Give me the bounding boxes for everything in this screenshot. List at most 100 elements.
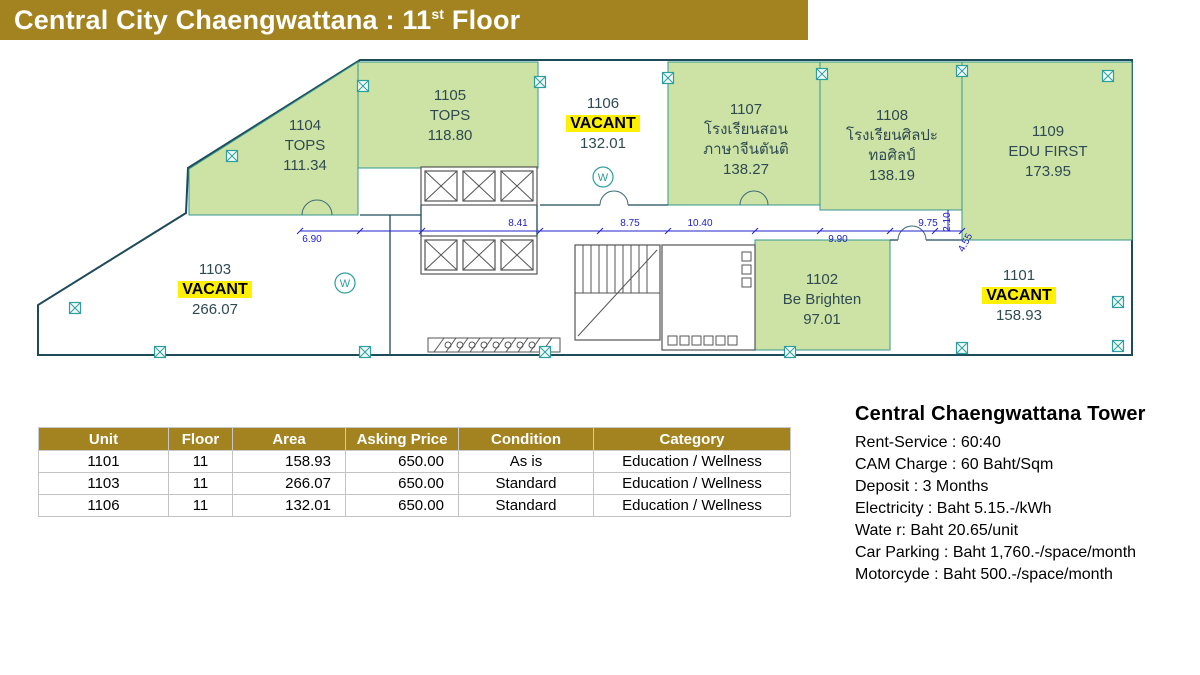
unit-area: 173.95 xyxy=(1025,163,1071,180)
unit-label-1103: 1103 VACANT 266.07 xyxy=(156,260,274,320)
elevator-icon xyxy=(424,239,458,271)
unit-number: 1107 xyxy=(729,101,763,118)
elevator-bank-north xyxy=(420,166,538,206)
vacant-highlight: VACANT xyxy=(178,281,252,298)
title-superscript: st xyxy=(431,5,445,22)
vacant-highlight: VACANT xyxy=(982,287,1056,304)
floor-plan-svg: 6.90 8.41 8.75 10.40 9.90 9.75 2.10 4.55… xyxy=(37,59,1133,359)
dimension-label: 8.75 xyxy=(620,218,640,229)
info-line-car-parking: Car Parking : Baht 1,760.-/space/month xyxy=(855,544,1137,561)
header-category: Category xyxy=(593,427,791,451)
unit-vacant-tag: VACANT xyxy=(156,280,274,300)
column-marker-icon xyxy=(356,79,370,93)
cell-area: 266.07 xyxy=(232,472,346,495)
header-floor: Floor xyxy=(168,427,233,451)
cell-condition: Standard xyxy=(458,472,594,495)
cell-category: Education / Wellness xyxy=(593,494,791,517)
column-marker-icon xyxy=(533,75,547,89)
water-symbol: W xyxy=(334,272,356,294)
column-marker-icon xyxy=(1111,339,1125,353)
column-marker-icon xyxy=(661,71,675,85)
unit-area: 158.93 xyxy=(996,307,1042,324)
title-text: Central City Chaengwattana : 11 xyxy=(14,4,432,35)
cell-price: 650.00 xyxy=(345,450,459,473)
column-marker-icon xyxy=(68,301,82,315)
cell-floor: 11 xyxy=(168,494,233,517)
info-line-deposit: Deposit : 3 Months xyxy=(855,478,989,495)
unit-shape-1109 xyxy=(961,61,1133,241)
header-area: Area xyxy=(232,427,346,451)
unit-area: 138.27 xyxy=(723,161,769,178)
table-row: 1103 11 266.07 650.00 Standard Education… xyxy=(38,472,791,495)
dimension-label: 10.40 xyxy=(687,218,712,229)
vacant-highlight: VACANT xyxy=(566,115,640,132)
unit-number: 1101 xyxy=(1002,267,1036,284)
unit-label-1105: 1105 TOPS 118.80 xyxy=(392,86,508,146)
column-marker-icon xyxy=(225,149,239,163)
water-symbol-letter: W xyxy=(340,278,351,290)
building-info-title: Central Chaengwattana Tower xyxy=(855,403,1146,425)
header-unit: Unit xyxy=(38,427,169,451)
unit-area: 118.80 xyxy=(427,127,473,144)
cell-unit: 1101 xyxy=(38,450,169,473)
column-marker-icon xyxy=(783,345,797,359)
unit-tenant: EDU FIRST xyxy=(1008,143,1088,160)
elevator-icon xyxy=(500,239,534,271)
unit-tenant: Be Brighten xyxy=(782,291,862,308)
unit-label-1104: 1104 TOPS 111.34 xyxy=(246,116,364,176)
door-arcs xyxy=(301,190,927,241)
info-line-rent-service: Rent-Service : 60:40 xyxy=(855,434,1001,451)
header-bar: Central City Chaengwattana : 11st Floor xyxy=(0,0,808,40)
column-marker-icon xyxy=(153,345,167,359)
availability-table: Unit Floor Area Asking Price Condition C… xyxy=(38,427,791,517)
column-marker-icon xyxy=(1111,295,1125,309)
header-condition: Condition xyxy=(458,427,594,451)
water-symbol: W xyxy=(592,166,614,188)
page-title: Central City Chaengwattana : 11st Floor xyxy=(14,5,520,36)
unit-tenant: โรงเรียนศิลปะ xyxy=(846,127,938,144)
cell-area: 158.93 xyxy=(232,450,346,473)
cell-condition: As is xyxy=(458,450,594,473)
unit-label-1107: 1107 โรงเรียนสอน ภาษาจีนตันติ 138.27 xyxy=(680,100,812,180)
column-marker-icon xyxy=(815,67,829,81)
unit-label-1106: 1106 VACANT 132.01 xyxy=(545,94,661,154)
column-marker-icon xyxy=(538,345,552,359)
unit-area: 97.01 xyxy=(803,311,841,328)
restrooms xyxy=(661,244,756,351)
unit-number: 1102 xyxy=(805,271,839,288)
cell-floor: 11 xyxy=(168,450,233,473)
elevator-bank-south xyxy=(420,235,538,275)
dimension-label: 8.41 xyxy=(508,218,528,229)
unit-number: 1103 xyxy=(198,261,232,278)
unit-tenant: TOPS xyxy=(429,107,471,124)
cell-category: Education / Wellness xyxy=(593,450,791,473)
cell-condition: Standard xyxy=(458,494,594,517)
elevator-icon xyxy=(462,239,496,271)
elevator-icon xyxy=(424,170,458,202)
elevator-icon xyxy=(500,170,534,202)
dimension-label: 9.90 xyxy=(828,234,848,245)
unit-number: 1106 xyxy=(586,95,620,112)
unit-label-1109: 1109 EDU FIRST 173.95 xyxy=(985,122,1111,182)
unit-label-1102: 1102 Be Brighten 97.01 xyxy=(760,270,884,330)
table-header-row: Unit Floor Area Asking Price Condition C… xyxy=(38,427,791,451)
stairs xyxy=(574,244,661,341)
unit-label-1108: 1108 โรงเรียนศิลปะ ทอศิลป์ 138.19 xyxy=(826,106,958,186)
unit-area: 111.34 xyxy=(283,157,327,174)
unit-number: 1108 xyxy=(875,107,909,124)
info-line-cam-charge: CAM Charge : 60 Baht/Sqm xyxy=(855,456,1054,473)
dimension-label: 9.75 xyxy=(918,218,938,229)
cell-area: 132.01 xyxy=(232,494,346,517)
info-line-water: Wate r: Baht 20.65/unit xyxy=(855,522,1019,539)
building-info: Central Chaengwattana Tower Rent-Service… xyxy=(855,403,1146,586)
floor-plan: 6.90 8.41 8.75 10.40 9.90 9.75 2.10 4.55… xyxy=(0,50,1200,380)
unit-number: 1105 xyxy=(433,87,467,104)
unit-tenant: ทอศิลป์ xyxy=(868,147,916,164)
dimension-line xyxy=(296,210,966,235)
header-asking-price: Asking Price xyxy=(345,427,459,451)
info-line-motorcycle: Motorcyde : Baht 500.-/space/month xyxy=(855,566,1113,583)
info-line-electricity: Electricity : Baht 5.15.-/kWh xyxy=(855,500,1052,517)
cell-unit: 1106 xyxy=(38,494,169,517)
dimension-label: 2.10 xyxy=(942,212,953,232)
